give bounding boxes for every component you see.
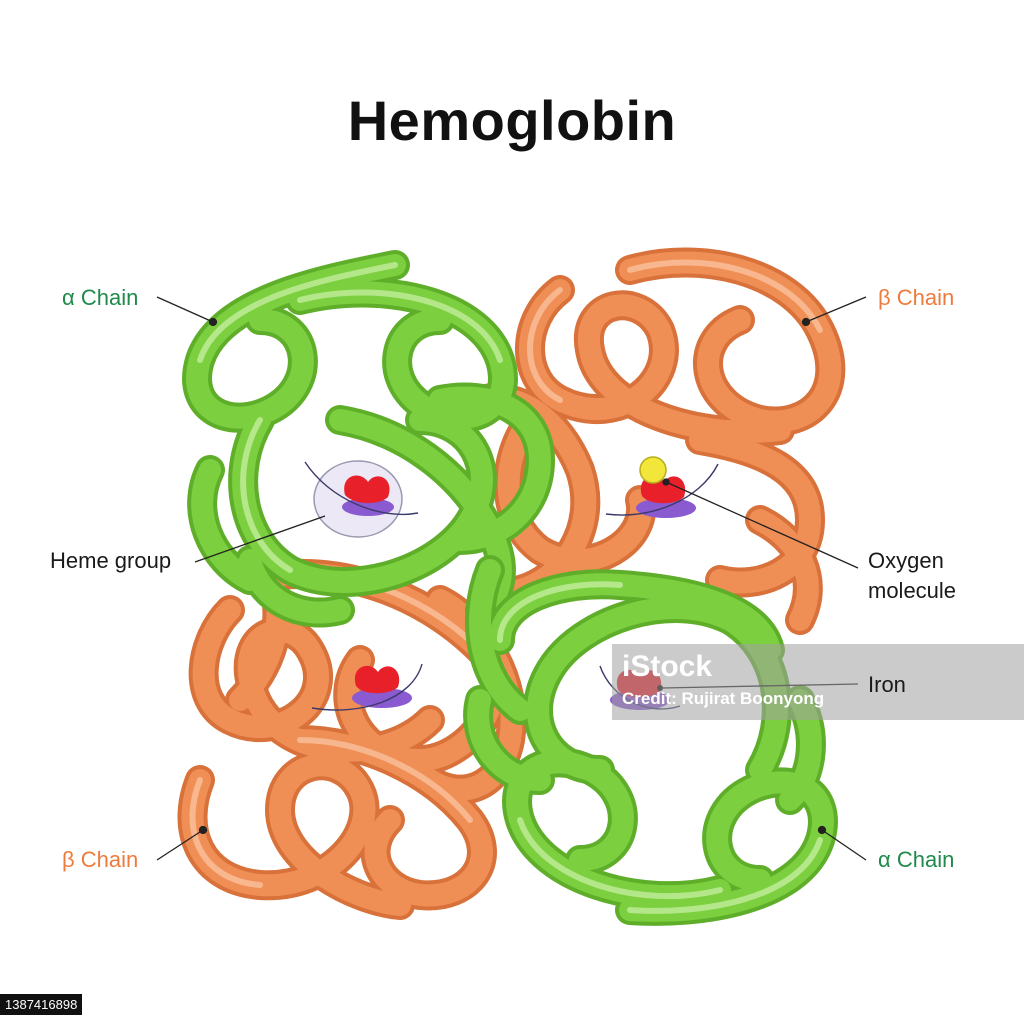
heme-group-bottom-left (311, 663, 423, 711)
watermark-band (612, 644, 1024, 720)
label-heme-group: Heme group (50, 548, 172, 573)
diagram-title: Hemoglobin (347, 89, 677, 152)
watermark-credit: Credit: Rujirat Boonyong (622, 689, 825, 708)
heme-group-top-left (304, 460, 419, 538)
label-alpha-chain-top: α Chain (62, 285, 139, 310)
leader-lines (156, 296, 867, 861)
label-oxygen-line2: molecule (868, 578, 957, 603)
label-oxygen-line1: Oxygen (868, 548, 944, 573)
oxygen-molecule-icon (639, 456, 667, 484)
alpha-chain-bottom-right (463, 555, 838, 926)
label-beta-chain-top: β Chain (878, 285, 955, 310)
leader-beta-bottom (156, 829, 204, 861)
label-iron: Iron (868, 672, 906, 697)
beta-chain-top-right (465, 247, 846, 635)
leader-oxygen (665, 481, 859, 569)
leader-beta-top (805, 296, 867, 323)
leader-alpha-top (156, 296, 214, 323)
leader-heme (194, 515, 326, 563)
heme-group-top-right (605, 456, 719, 518)
label-beta-chain-bottom: β Chain (62, 847, 139, 872)
stock-image-id: 1387416898 (0, 994, 83, 1015)
leader-alpha-bottom (821, 829, 867, 861)
label-alpha-chain-bottom: α Chain (878, 847, 955, 872)
watermark-logo: iStock (622, 650, 713, 683)
